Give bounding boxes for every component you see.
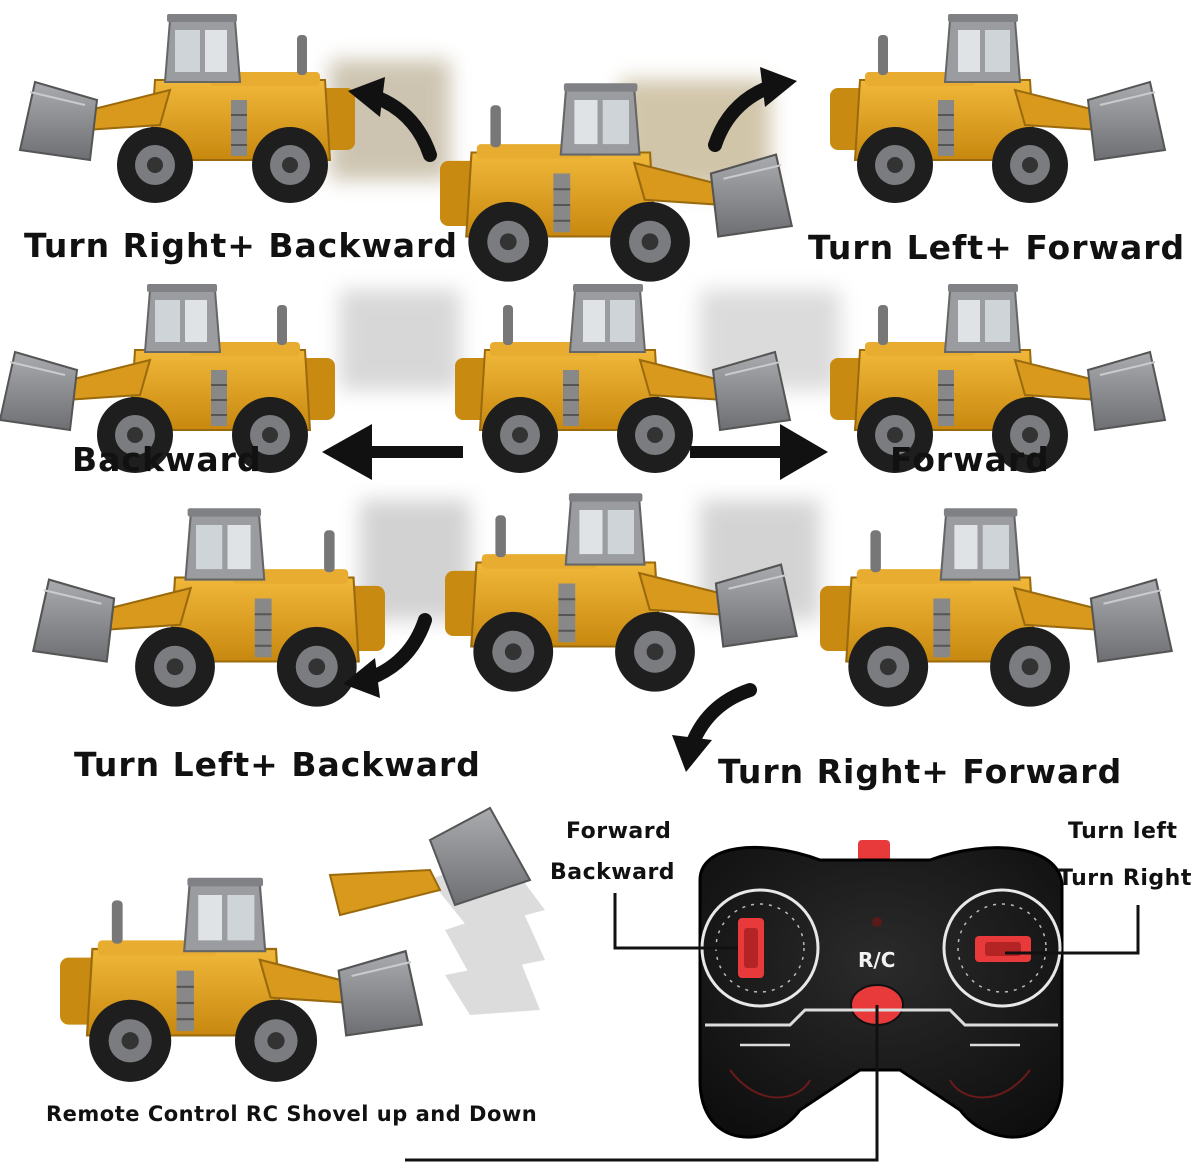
pointer-lines	[405, 893, 1140, 1162]
bulldozer-icon	[32, 507, 387, 708]
arrow-left-icon	[322, 424, 463, 480]
bucket-raised	[328, 806, 532, 917]
arrow-right-icon	[690, 424, 828, 480]
label-turn-left-backward: Turn Left+ Backward	[74, 745, 481, 784]
label-backward: Backward	[72, 440, 262, 479]
remote-label-turn-left: Turn left	[1068, 819, 1178, 844]
bulldozer-icon	[829, 13, 1166, 204]
label-turn-right-forward: Turn Right+ Forward	[718, 752, 1123, 791]
label-turn-left-forward: Turn Left+ Forward	[808, 228, 1186, 267]
remote-label-backward: Backward	[550, 860, 676, 885]
bulldozer-icon	[818, 507, 1173, 708]
label-turn-right-backward: Turn Right+ Backward	[24, 226, 458, 265]
remote-label-forward: Forward	[566, 819, 672, 844]
bulldozer-icon	[19, 13, 356, 204]
shovel-caption: Remote Control RC Shovel up and Down	[46, 1102, 538, 1126]
remote-badge: R/C	[858, 948, 896, 972]
remote-control-icon	[698, 840, 1064, 1139]
label-forward: Forward	[890, 440, 1050, 479]
remote-label-turn-right: Turn Right	[1058, 866, 1192, 891]
